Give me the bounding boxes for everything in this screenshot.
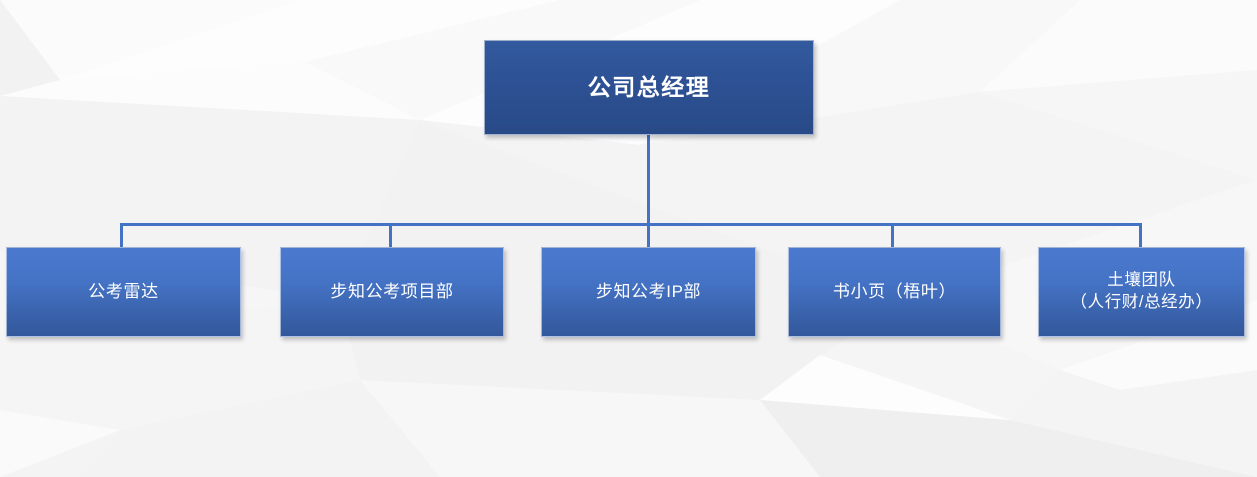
- connector-drop-dept-1: [120, 223, 123, 248]
- org-node-dept-3[interactable]: 步知公考IP部: [541, 247, 756, 337]
- connector-drop-dept-4: [891, 223, 894, 248]
- connector-drop-dept-2: [389, 223, 392, 248]
- org-node-dept-1[interactable]: 公考雷达: [6, 247, 241, 337]
- connector-root-vertical: [647, 134, 650, 226]
- org-node-ceo[interactable]: 公司总经理: [484, 40, 814, 135]
- connector-drop-dept-5: [1139, 223, 1142, 248]
- org-node-dept-4[interactable]: 书小页（梧叶）: [788, 247, 1001, 337]
- connector-drop-dept-3: [647, 223, 650, 248]
- org-node-dept-2[interactable]: 步知公考项目部: [280, 247, 504, 337]
- connector-horizontal-bus: [120, 223, 1142, 226]
- org-node-dept-5[interactable]: 土壤团队 （人行财/总经办）: [1038, 247, 1245, 337]
